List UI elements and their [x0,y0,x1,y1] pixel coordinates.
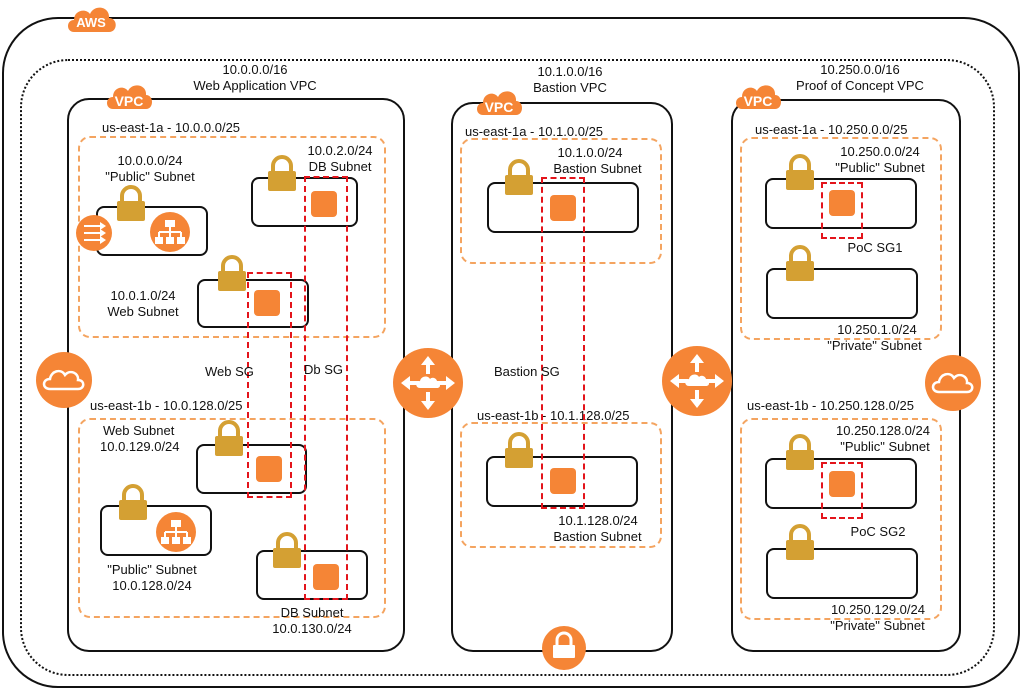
vpc-badge-poc: VPC [733,80,783,112]
az-label-web-1b: us-east-1b - 10.0.128.0/25 [90,398,243,413]
vpc-name-web: Web Application VPC [193,78,317,93]
subnet-name: "Public" Subnet [105,169,195,184]
lock-icon [784,154,816,192]
lock-icon [115,185,147,223]
poc-instance-icon [829,190,855,216]
subnet-poc-private-1a [766,268,918,319]
aws-badge-label: AWS [76,15,106,30]
subnet-name: "Public" Subnet [840,439,930,454]
internet-gateway-icon-poc [923,353,983,413]
lock-icon [271,532,303,570]
vpc-peering-router-icon-1 [393,348,463,418]
bastion-instance-icon [550,195,576,221]
subnet-bastion-1b [486,456,638,507]
subnet-bastion-1a [487,182,639,233]
region-boundary [20,59,995,676]
security-group-label-db: Db SG [304,362,344,377]
vpc-name-bastion: Bastion VPC [533,80,607,95]
security-group-bastion [541,177,585,509]
az-poc-1a [740,137,942,340]
subnet-poc-public-1a [765,178,917,229]
subnet-web-public-1b [100,505,212,556]
web-instance-icon [256,456,282,482]
subnet-name: Web Subnet [103,423,175,438]
subnet-cidr: 10.0.130.0/24 [272,621,352,636]
az-poc-1b [740,418,942,620]
subnet-web-web-1b [196,444,307,494]
aws-cloud-boundary [2,17,1020,688]
subnet-name: Bastion Subnet [553,161,642,176]
internet-gateway-icon-web [34,350,94,410]
security-group-label-web: Web SG [205,364,254,379]
lock-icon [503,432,535,470]
az-label-web-1a: us-east-1a - 10.0.0.0/25 [102,120,241,135]
az-label-poc-1b: us-east-1b - 10.250.128.0/25 [747,398,914,413]
subnet-name: DB Subnet [308,159,372,174]
subnet-name: "Public" Subnet [835,160,925,175]
vpc-badge-label: VPC [114,93,144,109]
az-label-bastion-1a: us-east-1a - 10.1.0.0/25 [465,124,604,139]
security-group-label-poc-1: PoC SG1 [847,240,903,255]
subnet-name: "Private" Subnet [830,618,925,633]
subnet-name: DB Subnet [280,605,344,620]
lock-icon [784,434,816,472]
security-group-label-bastion: Bastion SG [494,364,560,379]
lock-icon [117,484,149,522]
poc-instance-icon [829,471,855,497]
vpc-badge-label: VPC [484,99,514,115]
subnet-cidr: 10.1.128.0/24 [558,513,638,528]
lock-icon [216,255,248,293]
az-web-1b [78,418,386,618]
subnet-web-web-1a [197,279,309,328]
lock-icon [784,245,816,283]
web-instance-icon [254,290,280,316]
load-balancer-icon [155,511,197,553]
subnet-cidr: 10.250.0.0/24 [840,144,920,159]
subnet-poc-public-1b [765,458,917,509]
vpc-peering-router-icon-2 [662,346,732,416]
security-group-label-poc-2: PoC SG2 [850,524,906,539]
subnet-cidr: 10.250.129.0/24 [831,602,925,617]
lock-icon [503,159,535,197]
vpn-gateway-icon [542,626,586,670]
db-instance-icon [311,191,337,217]
az-bastion-1a [460,138,662,264]
vpc-name-poc: Proof of Concept VPC [796,78,924,93]
vpc-badge-label: VPC [743,93,773,109]
subnet-cidr: 10.1.0.0/24 [557,145,623,160]
vpc-cidr-web: 10.0.0.0/16 [222,62,288,77]
subnet-cidr: 10.0.128.0/24 [112,578,192,593]
load-balancer-icon [149,211,191,253]
nat-gateway-icon [76,215,112,251]
vpc-cidr-bastion: 10.1.0.0/16 [537,64,603,79]
subnet-cidr: 10.0.0.0/24 [117,153,183,168]
vpc-badge-web: VPC [104,80,154,112]
subnet-name: "Private" Subnet [827,338,922,353]
db-instance-icon [313,564,339,590]
vpc-badge-bastion: VPC [474,86,524,118]
az-label-bastion-1b: us-east-1b - 10.1.128.0/25 [477,408,630,423]
security-group-db [304,176,348,600]
lock-icon [784,524,816,562]
subnet-cidr: 10.0.1.0/24 [110,288,176,303]
subnet-cidr: 10.250.128.0/24 [836,423,930,438]
aws-cloud-badge: AWS [64,2,118,36]
vpc-cidr-poc: 10.250.0.0/16 [820,62,900,77]
subnet-name: Web Subnet [107,304,179,319]
security-group-poc-2 [821,462,863,519]
subnet-name: Bastion Subnet [553,529,642,544]
az-bastion-1b [460,422,662,548]
az-label-poc-1a: us-east-1a - 10.250.0.0/25 [755,122,908,137]
security-group-web [247,272,292,498]
subnet-cidr: 10.250.1.0/24 [837,322,917,337]
subnet-cidr: 10.0.129.0/24 [100,439,180,454]
lock-icon [213,420,245,458]
subnet-name: "Public" Subnet [107,562,197,577]
bastion-instance-icon [550,468,576,494]
subnet-cidr: 10.0.2.0/24 [307,143,373,158]
security-group-poc-1 [821,182,863,239]
subnet-poc-private-1b [766,548,918,599]
